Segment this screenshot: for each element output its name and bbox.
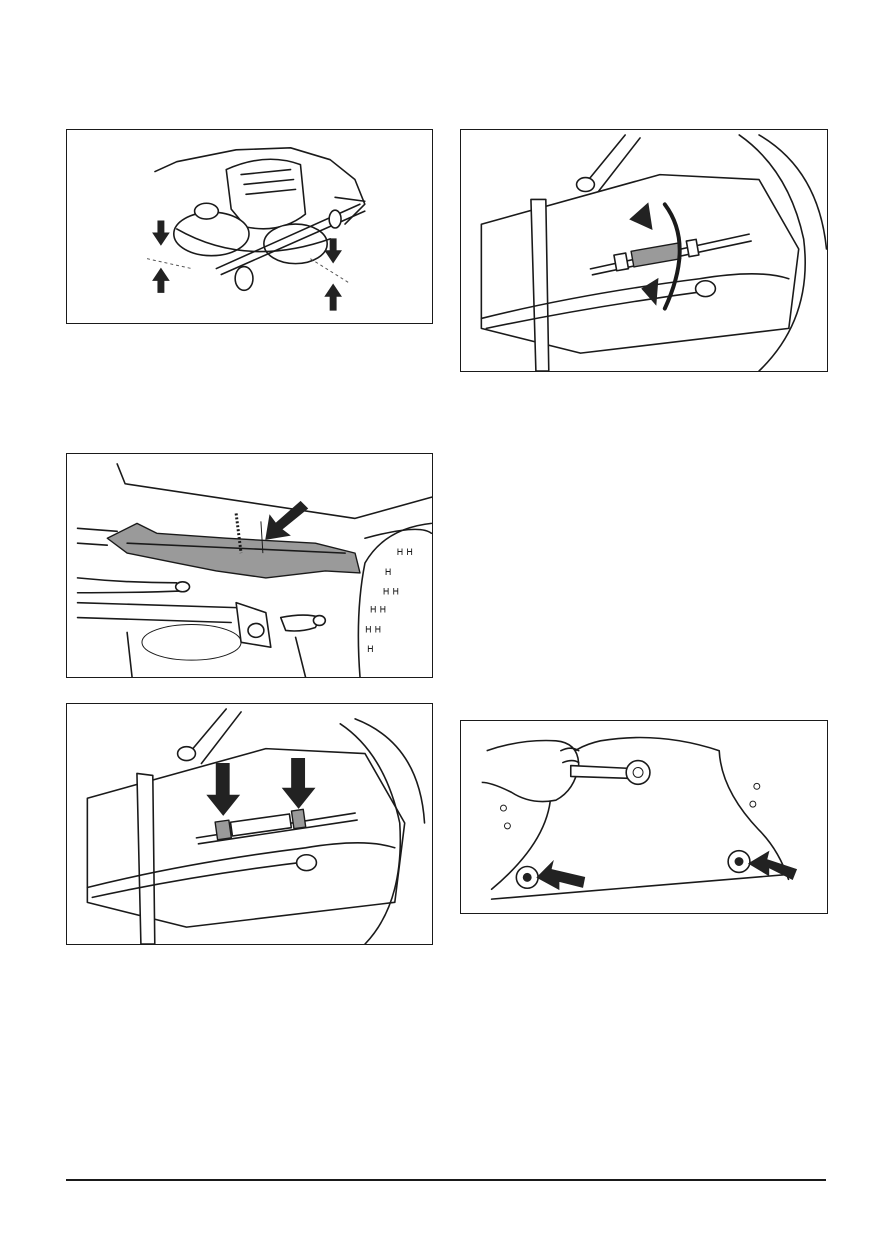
figure-turnbuckle-adjust: [460, 129, 828, 372]
svg-text:ᕼ ᕼ: ᕼ ᕼ: [397, 548, 413, 558]
svg-text:ᕼ ᕼ: ᕼ ᕼ: [370, 606, 386, 616]
locknut-illustration: [86, 708, 426, 944]
figure-deck-linkage: ᕼ ᕼ ᕼ ᕼ ᕼ ᕼ ᕼ ᕼ ᕼ ᕼ: [66, 453, 433, 678]
bolts-illustration: [481, 736, 798, 900]
linkage-illustration: ᕼ ᕼ ᕼ ᕼ ᕼ ᕼ ᕼ ᕼ ᕼ ᕼ: [76, 463, 432, 677]
svg-text:ᕼ ᕼ: ᕼ ᕼ: [365, 625, 381, 635]
figure-deck-bolts: [460, 720, 828, 914]
svg-text:ᕼ: ᕼ: [385, 568, 392, 578]
turnbuckle-illustration: [480, 134, 827, 371]
figure-locknuts: [66, 703, 433, 945]
svg-text:ᕼ: ᕼ: [367, 645, 374, 655]
figure-deck-height: [66, 129, 433, 324]
deck-illustration: [146, 147, 366, 311]
footer-rule: [66, 1179, 826, 1181]
svg-text:ᕼ ᕼ: ᕼ ᕼ: [383, 588, 399, 598]
